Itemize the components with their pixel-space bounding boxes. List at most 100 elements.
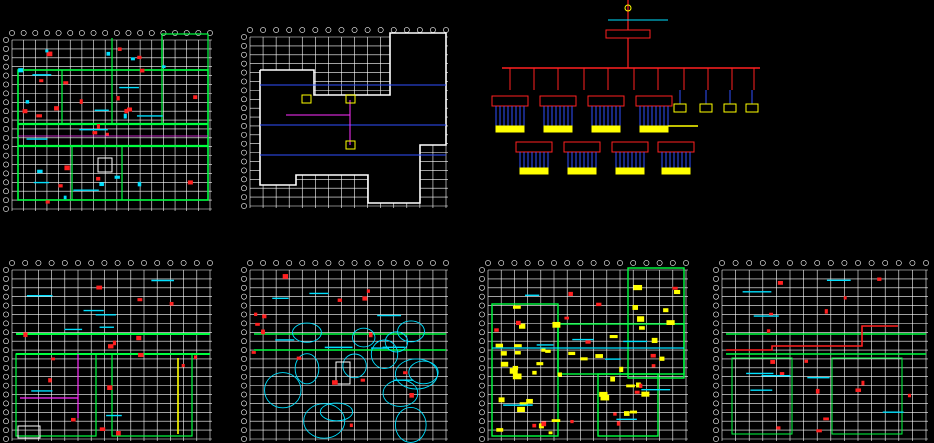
fixture-symbol <box>496 428 504 432</box>
fixture-symbol <box>545 349 551 353</box>
grid-bubble <box>719 260 725 266</box>
device-symbol <box>494 328 499 332</box>
device-symbol <box>541 421 547 427</box>
label-tag <box>123 113 127 119</box>
shaft <box>335 361 351 385</box>
load-label <box>591 125 621 133</box>
grid-bubble <box>713 293 719 300</box>
upper-wing <box>627 267 685 379</box>
grid-bubble <box>241 267 247 273</box>
grid-bubble <box>154 260 161 266</box>
annotations <box>23 279 197 436</box>
device-symbol <box>137 298 143 302</box>
device-symbol <box>45 200 50 204</box>
grid-bubble <box>312 27 319 33</box>
grid-bubble <box>167 260 174 266</box>
device-symbol <box>843 296 847 300</box>
grid-bubble <box>3 382 9 389</box>
grid-bubble <box>137 30 144 36</box>
revision-cloud <box>394 407 427 443</box>
grid-bubble <box>713 409 719 416</box>
revision-cloud <box>352 327 376 348</box>
grid-bubble <box>511 260 518 266</box>
load-label <box>661 167 691 175</box>
panel-symbol <box>301 94 312 104</box>
device-symbol <box>877 277 882 281</box>
grid-bubble <box>160 30 167 36</box>
floor-plan-sheet-3 <box>241 260 449 443</box>
device-symbol <box>815 388 820 394</box>
walls <box>254 320 446 443</box>
grid-bubble <box>3 81 9 88</box>
device-symbol <box>570 419 574 424</box>
grid-bubble <box>3 72 9 79</box>
grid-bubble <box>90 30 97 36</box>
fixture-symbol <box>518 323 526 329</box>
device-symbol <box>568 291 573 296</box>
grid-lines <box>3 30 213 212</box>
fixture-symbol <box>633 284 643 291</box>
grid-bubble <box>3 338 9 345</box>
fixture-symbol <box>639 326 645 330</box>
fixture-symbol <box>500 361 509 367</box>
fixture-symbol <box>526 398 533 404</box>
grid-bubble <box>746 260 753 266</box>
grid-bubble <box>479 391 485 398</box>
device-symbol <box>368 332 373 338</box>
grid-bubble <box>241 311 247 318</box>
grid-bubble <box>3 400 9 407</box>
device-symbol <box>650 353 656 358</box>
panel-symbol <box>345 140 356 150</box>
grid-bubble <box>3 364 9 371</box>
grid-bubble <box>241 60 247 67</box>
device-symbol <box>116 431 121 436</box>
grid-lines <box>241 260 449 442</box>
label-tag <box>99 182 104 187</box>
grid-bubble <box>241 105 247 112</box>
device-symbol <box>136 335 142 341</box>
distribution-board <box>635 95 673 107</box>
load-label <box>615 167 645 175</box>
grid-bubble <box>9 260 15 266</box>
grid-bubble <box>430 260 436 266</box>
grid-bubble <box>617 260 623 266</box>
fixture-symbol <box>599 391 608 397</box>
grid-bubble <box>241 329 247 336</box>
lower-wing <box>597 373 659 437</box>
device-symbol <box>337 298 342 302</box>
grid-bubble <box>759 260 766 266</box>
grid-bubble <box>338 260 345 266</box>
grid-bubble <box>241 42 247 49</box>
device-symbol <box>64 165 70 171</box>
grid-bubble <box>787 260 793 266</box>
fixture-symbol <box>595 354 603 358</box>
fixture-symbol <box>512 373 522 380</box>
grid-bubble <box>713 400 719 407</box>
grid-bubble <box>855 260 861 266</box>
grid-bubble <box>479 400 485 407</box>
grid-bubble <box>479 293 485 300</box>
grid-bubble <box>78 30 85 36</box>
device-symbol <box>112 340 117 346</box>
device-symbol <box>58 184 63 188</box>
grid-bubble <box>44 30 50 36</box>
device-symbol <box>126 107 133 112</box>
grid-bubble <box>127 260 134 266</box>
device-symbol <box>779 372 785 376</box>
small-panel <box>699 103 713 113</box>
fixture-symbol <box>532 370 537 375</box>
grid-bubble <box>61 260 68 266</box>
grid-bubble <box>241 409 247 416</box>
grid-bubble <box>180 260 187 266</box>
fixture-symbol <box>514 351 521 355</box>
grid-bubble <box>485 260 491 266</box>
grid-bubble <box>286 27 293 33</box>
grid-bubble <box>241 167 247 174</box>
grid-bubble <box>479 338 485 345</box>
device-symbol <box>23 332 28 338</box>
device-symbol <box>96 176 101 181</box>
load-label <box>639 125 669 133</box>
grid-bubble <box>3 409 9 416</box>
grid-bubble <box>241 203 247 209</box>
fixture-symbol <box>495 343 504 348</box>
